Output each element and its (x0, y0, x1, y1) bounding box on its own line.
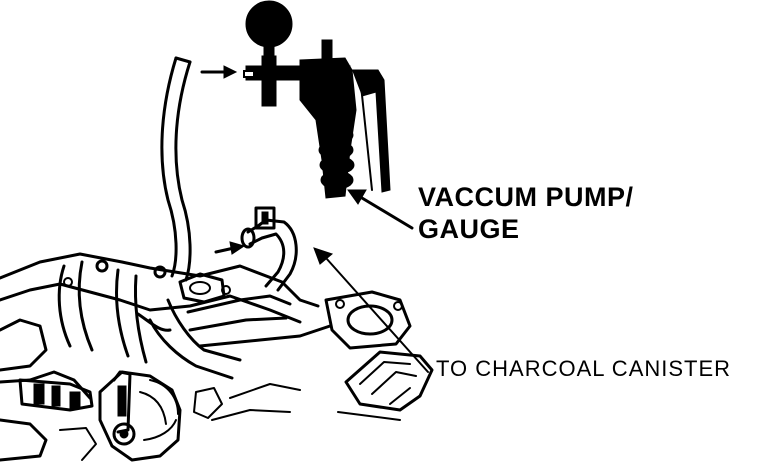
sensor-connector (18, 378, 94, 412)
arrow-to-pump (200, 65, 238, 79)
canister-label: TO CHARCOAL CANISTER (436, 356, 732, 381)
hose-clamp (254, 206, 276, 230)
arrow-to-hose (214, 241, 246, 255)
pump-label-line1: VACCUM PUMP/ (418, 182, 634, 212)
vacuum-hose (160, 56, 192, 282)
canister-leader-arrow (313, 247, 429, 373)
vacuum-pump-gauge (243, 0, 391, 199)
bracket-assembly (98, 370, 182, 462)
engine-assembly (0, 252, 434, 462)
pump-leader-arrow (347, 189, 414, 230)
pump-handle (352, 69, 391, 193)
canister-hose (240, 206, 298, 292)
pump-label-line2: GAUGE (418, 214, 520, 244)
gasket-plate (324, 290, 412, 350)
gauge-dial (245, 0, 293, 48)
